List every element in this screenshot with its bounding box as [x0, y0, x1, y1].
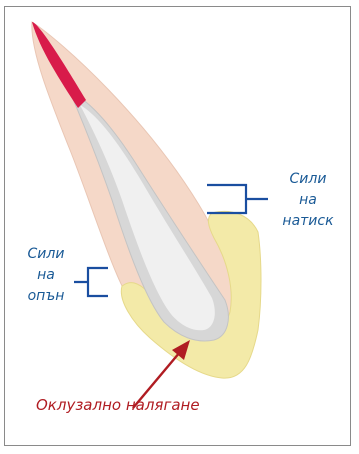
tension-label-line-1: Сили [18, 244, 74, 265]
tension-label-line-2: на [18, 265, 74, 286]
tension-label-line-3: опън [18, 286, 74, 307]
occlusal-load-label: Оклузално налягане [36, 396, 296, 414]
compression-forces-label: Сили на натиск [272, 169, 344, 232]
compression-label-line-1: Сили [272, 169, 344, 190]
tension-forces-label: Сили на опън [18, 244, 74, 307]
compression-label-line-2: на [272, 190, 344, 211]
tension-bracket [74, 268, 108, 296]
compression-bracket [207, 185, 268, 213]
compression-label-line-3: натиск [272, 211, 344, 232]
